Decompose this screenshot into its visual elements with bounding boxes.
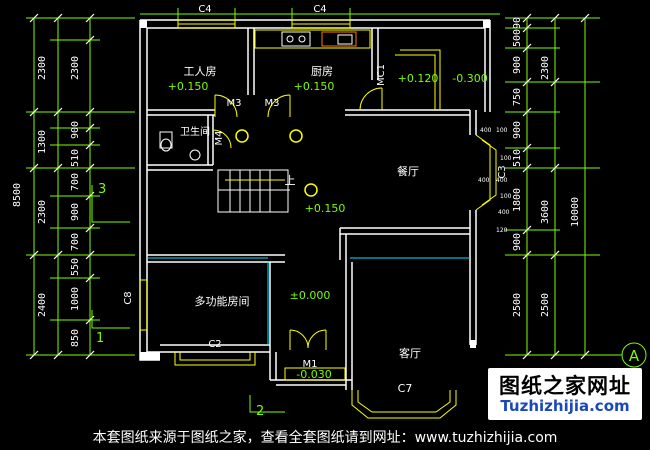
axis-number-1: 1 (96, 331, 104, 346)
stair-up-label: 上 (285, 174, 296, 187)
columns (235, 129, 318, 197)
bay-dim-7: 400 (498, 209, 510, 216)
right-inner-dim-7: 1800 (512, 188, 523, 212)
left-dimensions (26, 17, 135, 356)
left-outer-dim-2: 1300 (37, 130, 48, 154)
elevation-work-room: +0.150 (168, 80, 209, 93)
left-inner-dim-5: 900 (70, 203, 81, 221)
left-outer-dim-1: 2300 (37, 56, 48, 80)
doors (212, 87, 383, 350)
elevation-kitchen: +0.150 (294, 80, 335, 93)
elevation-entry-120: +0.120 (398, 72, 439, 85)
window-c7-label: C7 (398, 382, 413, 395)
right-inner-dim-3: 900 (512, 56, 523, 74)
left-inner-dim-9: 850 (70, 329, 81, 347)
room-label-toilet: 卫生间 (180, 125, 210, 138)
left-inner-dim-1: 2300 (70, 56, 81, 80)
elevation-entrance: -0.030 (296, 368, 331, 381)
bay-dim-6: 100 (500, 193, 512, 200)
axis-number-3: 3 (98, 182, 106, 197)
left-inner-dim-3: 510 (70, 149, 81, 167)
window-c4-left-label: C4 (198, 4, 211, 15)
left-total-dim: 8500 (12, 183, 23, 207)
left-dim-labels: 8500 2300 1300 2300 2400 2300 900 510 70… (12, 56, 81, 347)
door-m4-label: M4 (214, 131, 225, 146)
toilet-fixtures (159, 131, 201, 161)
right-outer-dim-1: 2300 (540, 56, 551, 80)
elevation-stair-hall: +0.150 (305, 202, 346, 215)
left-outer-dim-4: 2400 (37, 293, 48, 317)
right-inner-dim-1: 90 (512, 17, 523, 29)
kitchen-fixtures (281, 31, 357, 47)
watermark-badge: 图纸之家网址 Tuzhizhijia.com (488, 368, 642, 420)
wall-fills (140, 20, 490, 360)
axis-a-marker (600, 342, 647, 368)
watermark-url: Tuzhizhijia.com (500, 397, 630, 415)
window-c2-label: C2 (208, 339, 221, 350)
room-label-multi-room: 多功能房间 (195, 294, 250, 308)
room-label-dining: 餐厅 (397, 164, 419, 178)
bay-dim-1: 400 (480, 127, 492, 134)
bay-dim-4: 400 (478, 177, 490, 184)
elevation-multi-room: ±0.000 (290, 289, 331, 302)
door-m3-right-label: M3 (265, 98, 280, 109)
bay-dim-5: 400 (496, 177, 508, 184)
room-label-kitchen: 厨房 (311, 65, 333, 78)
right-inner-dim-6: 510 (512, 149, 523, 167)
left-inner-dim-8: 1000 (70, 287, 81, 311)
axis-number-2: 2 (256, 404, 264, 419)
bay-dim-3: 100 (500, 155, 512, 162)
footer-caption: 本套图纸来源于图纸之家，查看全套图纸请到网址：www.tuzhizhijia.c… (92, 430, 558, 446)
axis-letter-a: A (629, 347, 640, 365)
bay-dim-2: 100 (496, 127, 508, 134)
right-total-dim: 10000 (570, 197, 581, 227)
right-inner-dim-2: 500 (512, 29, 523, 47)
stairs (217, 169, 290, 213)
window-c3-label: C3 (497, 165, 508, 178)
door-m1-label: M1 (303, 359, 318, 370)
left-axis-markers (91, 185, 285, 413)
right-outer-dim-3: 2500 (540, 293, 551, 317)
elevation-entry-300: -0.300 (452, 72, 487, 85)
window-c8-label: C8 (123, 291, 134, 304)
left-inner-dim-6: 700 (70, 233, 81, 251)
right-inner-dim-9: 2500 (512, 293, 523, 317)
window-c4-right-label: C4 (313, 4, 326, 15)
watermark-title: 图纸之家网址 (499, 374, 631, 398)
left-inner-dim-4: 700 (70, 173, 81, 191)
door-mc1-label: MC1 (376, 64, 387, 86)
left-dim-ticks (29, 13, 95, 360)
right-inner-dim-8: 900 (512, 233, 523, 251)
right-inner-dim-4: 750 (512, 88, 523, 106)
left-inner-dim-7: 550 (70, 258, 81, 276)
right-dim-labels: 90 500 900 750 900 510 1800 900 2500 230… (512, 17, 581, 317)
right-dim-ticks (522, 13, 590, 360)
room-label-work-room: 工人房 (184, 65, 217, 78)
left-outer-dim-3: 2300 (37, 200, 48, 224)
top-dimensions (140, 8, 500, 20)
right-inner-dim-5: 900 (512, 121, 523, 139)
bay-dim-8: 120 (496, 227, 508, 234)
left-inner-dim-2: 900 (70, 121, 81, 139)
partitions (148, 257, 470, 345)
right-outer-dim-2: 3600 (540, 200, 551, 224)
bay-dims: 400 100 100 400 400 100 400 120 (478, 127, 512, 234)
room-label-living: 客厅 (399, 346, 421, 360)
windows (139, 19, 497, 419)
door-m3-left-label: M3 (227, 98, 242, 109)
